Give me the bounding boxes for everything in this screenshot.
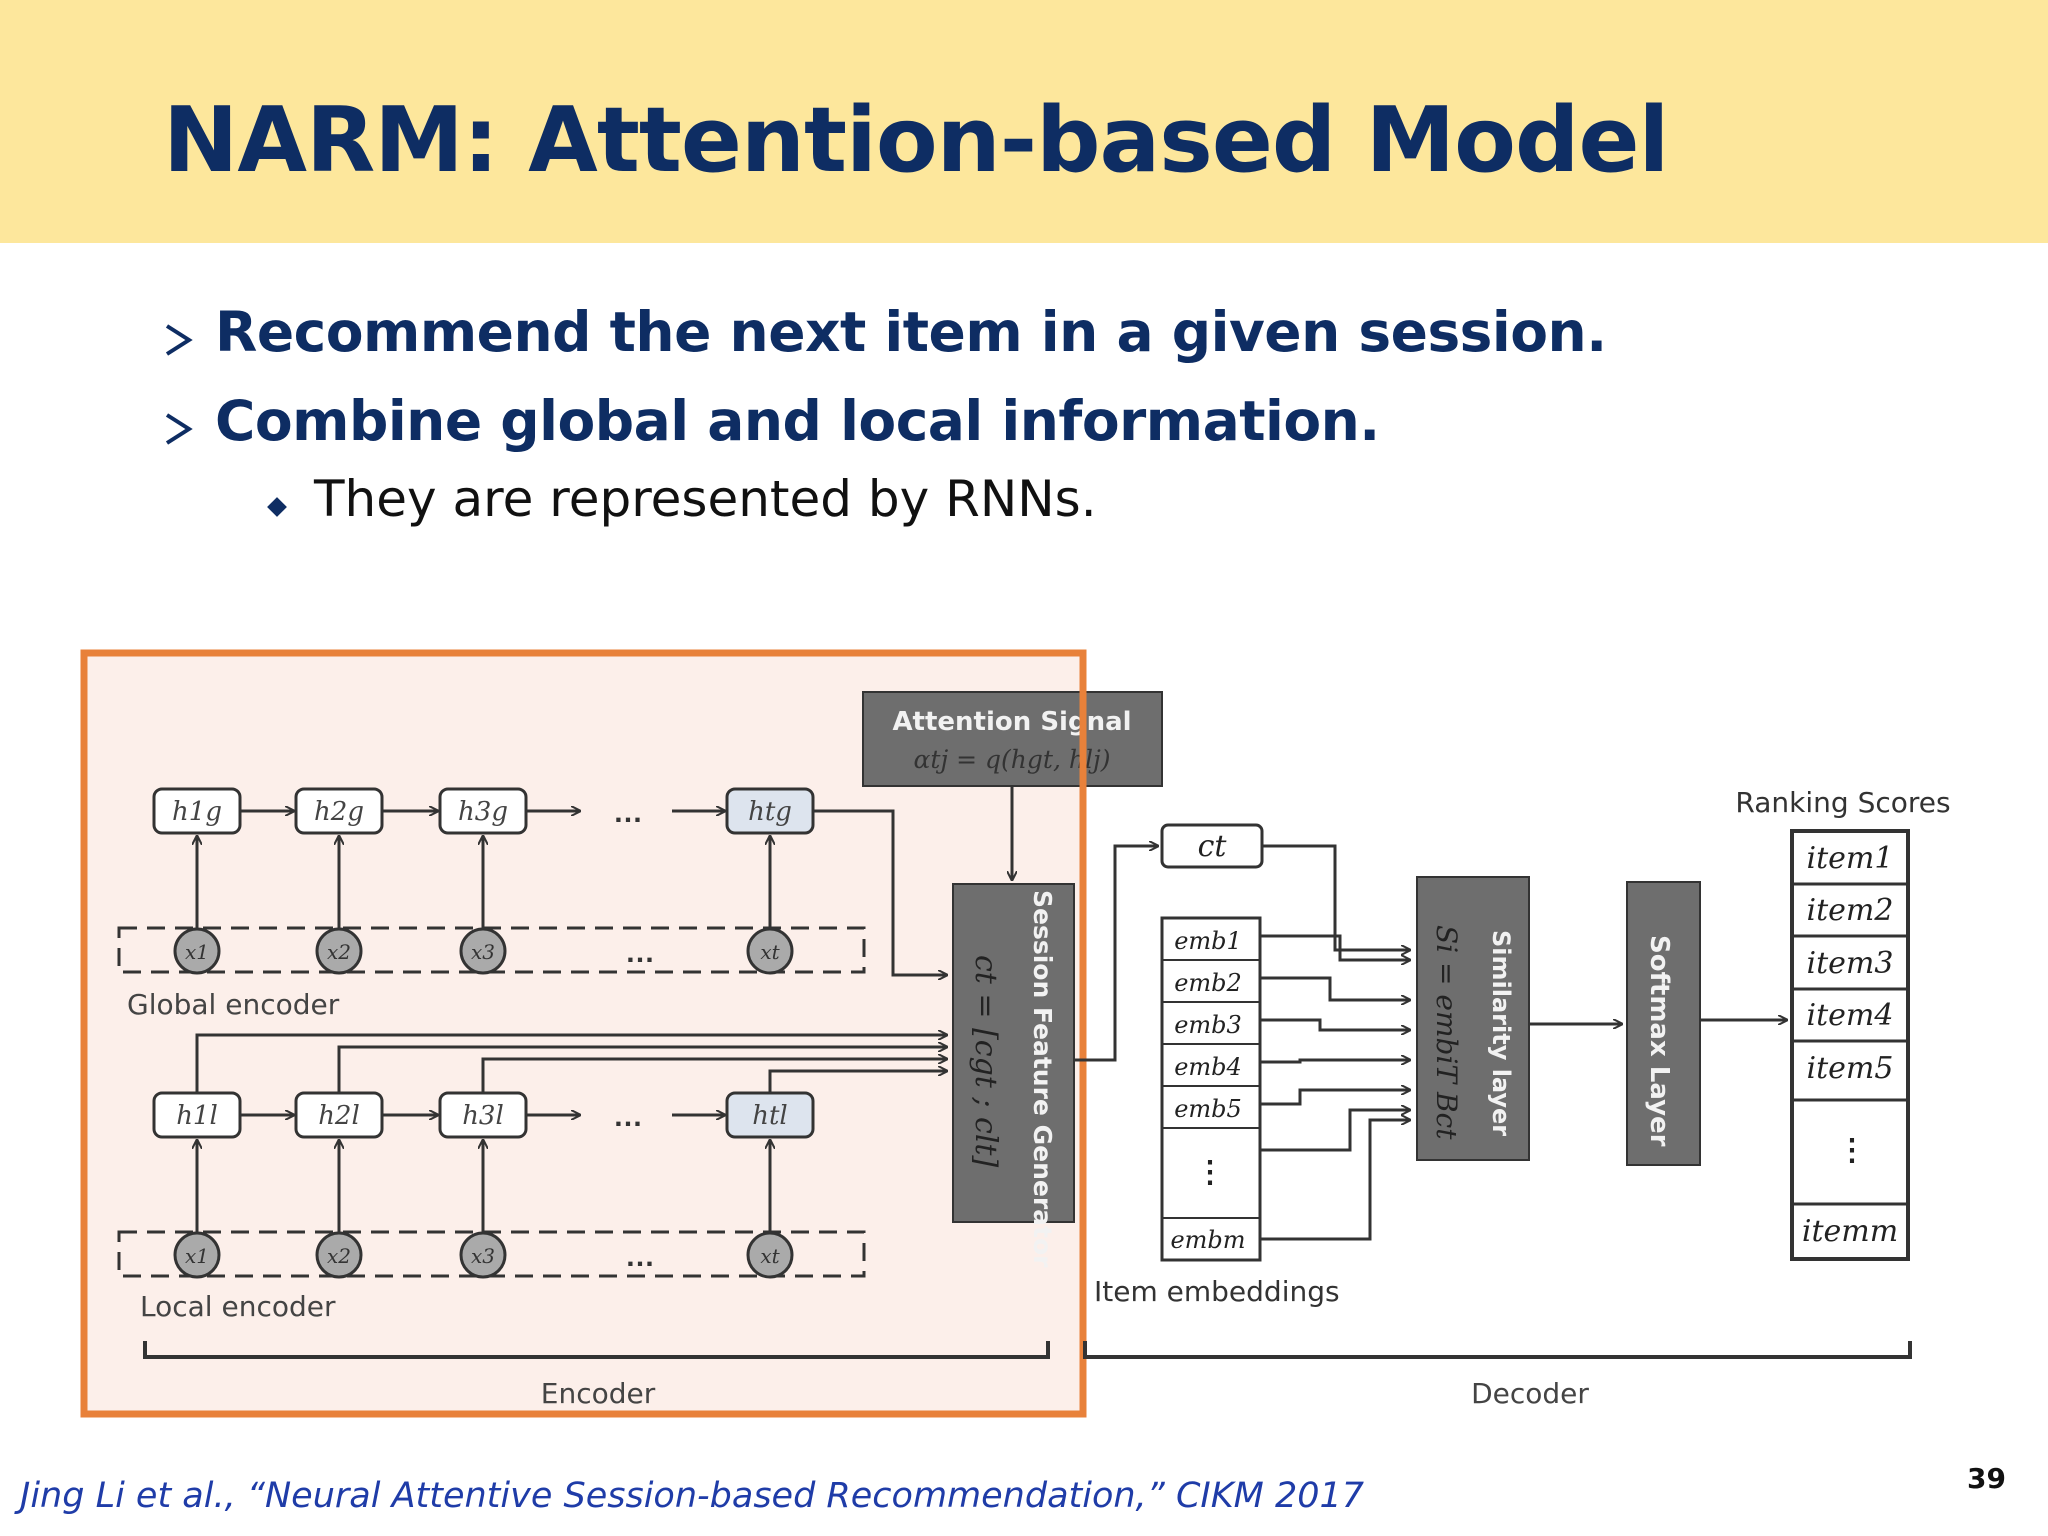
item-score-label: item2	[1807, 893, 1894, 928]
bullet-2-text: Combine global and local information.	[215, 389, 1380, 453]
ranking-scores-column: item1 item2 item3 item4 item5 ⋮ itemm	[1790, 829, 1910, 1261]
item-embeddings-label: Item embeddings	[1094, 1275, 1340, 1308]
attention-formula: αtj = q(hgt, hlj)	[914, 745, 1111, 774]
ranking-scores-label: Ranking Scores	[1735, 786, 1950, 819]
embedding-label: emb3	[1174, 1011, 1242, 1039]
input-label: x1	[185, 940, 209, 964]
embedding-connections	[1260, 934, 1410, 1241]
ellipsis: …	[613, 1100, 643, 1133]
ellipsis: …	[613, 796, 643, 829]
softmax-label: Softmax Layer	[1644, 935, 1674, 1147]
item-score-label: itemm	[1802, 1214, 1898, 1249]
item-score-ellipsis: ⋮	[1837, 1134, 1867, 1167]
local-hidden-label: h1l	[176, 1101, 218, 1131]
local-hidden-label: h2l	[318, 1101, 360, 1131]
embedding-ellipsis: ⋮	[1195, 1156, 1225, 1189]
encoder-label: Encoder	[541, 1377, 656, 1410]
input-label: xt	[760, 940, 780, 964]
local-hidden-label: h3l	[462, 1101, 504, 1131]
decoder-label: Decoder	[1471, 1377, 1589, 1410]
attention-title: Attention Signal	[892, 707, 1131, 737]
similarity-layer: Similarity layer Si = embiT Bct	[1416, 876, 1530, 1161]
session-feature-generator: Session Feature Generator ct = [cgt ; cl…	[952, 883, 1075, 1268]
session-formula: ct = [cgt ; clt]	[968, 955, 1003, 1167]
ct-label: ct	[1198, 829, 1228, 864]
local-encoder-label: Local encoder	[140, 1290, 336, 1323]
encoder-bracket	[143, 1341, 1050, 1359]
global-hidden-label: h3g	[458, 797, 508, 827]
input-label: x2	[327, 940, 351, 964]
embedding-label: emb1	[1174, 927, 1242, 955]
item-score-label: item1	[1807, 841, 1894, 876]
item-score-label: item5	[1807, 1051, 1894, 1086]
global-hidden-label: h2g	[314, 797, 364, 827]
sub-bullet-text: They are represented by RNNs.	[314, 470, 1097, 528]
local-hidden-label: htl	[752, 1101, 788, 1131]
local-input-row: x1 x2 x3 … xt	[117, 1140, 866, 1279]
input-label: x2	[327, 1244, 351, 1268]
global-hidden-row: h1g h2g h3g … htg	[152, 787, 815, 835]
item-score-label: item4	[1807, 998, 1894, 1033]
global-encoder-label: Global encoder	[127, 988, 340, 1021]
input-label: x3	[471, 1244, 495, 1268]
global-input-row: x1 x2 x3 … xt	[117, 836, 866, 975]
title-bar	[0, 0, 2048, 243]
encoder-connections	[195, 809, 947, 1093]
embedding-label: emb5	[1174, 1095, 1242, 1123]
embedding-label: emb4	[1174, 1053, 1242, 1081]
ellipsis: …	[625, 1240, 655, 1273]
embedding-label: emb2	[1174, 969, 1242, 997]
arrow-bullet-icon	[165, 324, 193, 356]
local-hidden-row: h1l h2l h3l … htl	[152, 1091, 815, 1139]
decoder-bracket	[1083, 1341, 1912, 1359]
citation: Jing Li et al., “Neural Attentive Sessio…	[20, 1476, 1365, 1516]
encoder-highlight-border	[80, 649, 1087, 1418]
global-hidden-label: htg	[748, 797, 792, 827]
slide-title: NARM: Attention-based Model	[163, 88, 1669, 193]
input-label: x3	[471, 940, 495, 964]
softmax-layer: Softmax Layer	[1626, 881, 1701, 1166]
input-label: x1	[185, 1244, 209, 1268]
similarity-label: Similarity layer	[1487, 930, 1515, 1136]
embedding-label: embm	[1170, 1226, 1245, 1254]
input-label: xt	[760, 1244, 780, 1268]
bullet-1-text: Recommend the next item in a given sessi…	[215, 300, 1607, 364]
ct-node: ct	[1074, 823, 1410, 1062]
session-generator-label: Session Feature Generator	[1028, 890, 1057, 1268]
page-number: 39	[1967, 1462, 2006, 1495]
global-hidden-label: h1g	[172, 797, 222, 827]
attention-signal-box: Attention Signal αtj = q(hgt, hlj)	[862, 691, 1163, 880]
similarity-formula: Si = embiT Bct	[1430, 925, 1463, 1140]
item-score-label: item3	[1807, 946, 1894, 981]
ellipsis: …	[625, 936, 655, 969]
item-embeddings-column: emb1 emb2 emb3 emb4 emb5 ⋮ embm	[1160, 916, 1262, 1262]
arrow-bullet-icon	[165, 413, 193, 445]
